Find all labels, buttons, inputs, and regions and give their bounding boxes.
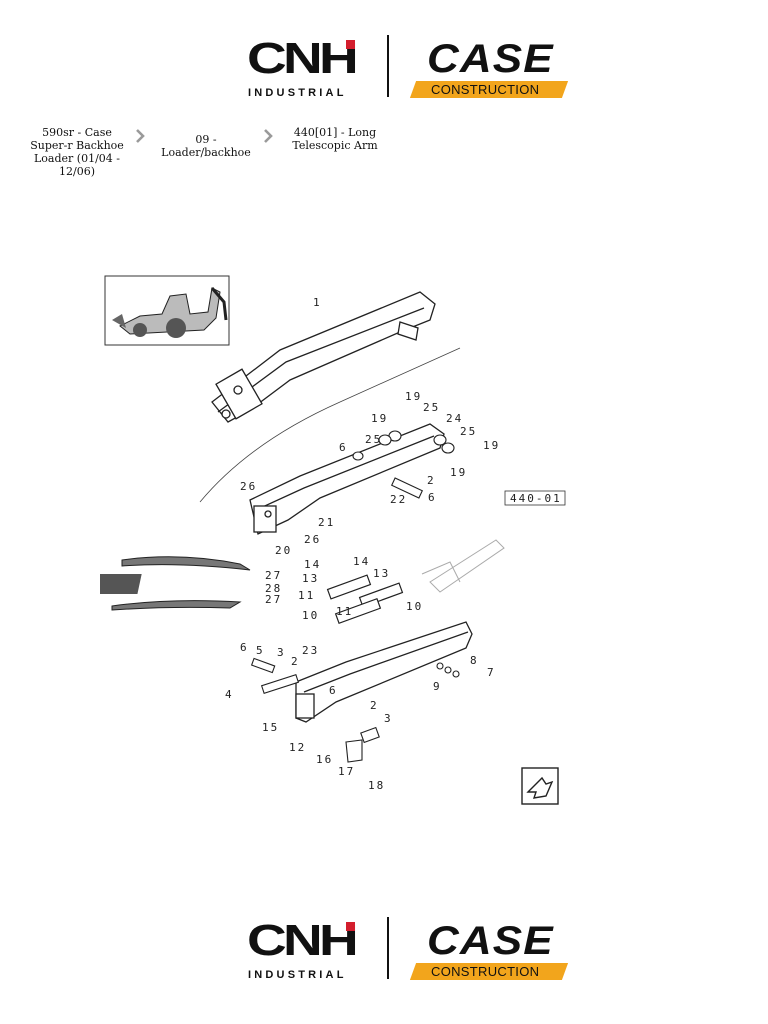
wear-pads xyxy=(326,574,404,624)
machine-thumbnail xyxy=(104,275,230,346)
callout: 2 xyxy=(370,699,379,712)
cnh-logo-red-square xyxy=(346,922,355,931)
cnh-logo-subtitle: INDUSTRIAL xyxy=(248,87,347,99)
callout: 15 xyxy=(262,721,279,734)
callout: 23 xyxy=(302,644,319,657)
decal-text: CASE xyxy=(142,575,190,594)
reference-code-text: 440-01 xyxy=(510,492,562,505)
callout: 27 xyxy=(265,569,282,582)
case-decals: CASE xyxy=(100,556,251,611)
callout: 14 xyxy=(353,555,370,568)
callout: 12 xyxy=(289,741,306,754)
case-construction-logo: CASE CONSTRUCTION xyxy=(409,37,573,99)
cnh-industrial-logo: CNH INDUSTRIAL xyxy=(247,919,363,983)
callout: 11 xyxy=(298,589,315,602)
callout: 2 xyxy=(427,474,436,487)
callout: 19 xyxy=(405,390,422,403)
callout: 6 xyxy=(339,441,348,454)
cnh-logo-word: CNH xyxy=(247,34,359,83)
chevron-right-icon xyxy=(264,129,273,143)
callout: 5 xyxy=(256,644,265,657)
callout: 8 xyxy=(470,654,479,667)
callout-labels: 1 19 25 24 25 19 19 25 6 19 2 6 22 26 21… xyxy=(225,296,500,792)
callout: 27 xyxy=(265,593,282,606)
cnh-logo-word: CNH xyxy=(247,916,359,965)
callout: 13 xyxy=(302,572,319,585)
logo-divider xyxy=(387,917,389,979)
logo-divider xyxy=(387,35,389,97)
callout: 9 xyxy=(433,680,442,693)
parts-diagram: CASE 440-01 1 19 25 24 25 19 19 25 6 19 … xyxy=(100,275,566,805)
callout: 24 xyxy=(446,412,463,425)
callout: 4 xyxy=(225,688,234,701)
callout: 3 xyxy=(384,712,393,725)
callout: 26 xyxy=(304,533,321,546)
case-construction-logo: CASE CONSTRUCTION xyxy=(409,919,573,981)
callout: 19 xyxy=(371,412,388,425)
cnh-logo-subtitle: INDUSTRIAL xyxy=(248,969,347,981)
breadcrumb-item-section[interactable]: 09 - Loader/backhoe xyxy=(161,133,251,159)
upper-telescopic-arm xyxy=(211,291,436,423)
footer-logos: CNH INDUSTRIAL CASE CONSTRUCTION xyxy=(0,915,768,987)
lower-telescopic-arm xyxy=(295,621,473,723)
callout: 11 xyxy=(336,605,353,618)
callout: 21 xyxy=(318,516,335,529)
callout: 3 xyxy=(277,646,286,659)
callout: 14 xyxy=(304,558,321,571)
cnh-logo-red-square xyxy=(346,40,355,49)
callout: 16 xyxy=(316,753,333,766)
callout: 25 xyxy=(423,401,440,414)
inner-arm-outline xyxy=(421,539,505,593)
reference-code-box: 440-01 xyxy=(504,490,566,506)
breadcrumb-item-model[interactable]: 590sr - Case Super-r Backhoe Loader (01/… xyxy=(30,126,124,178)
callout: 13 xyxy=(373,567,390,580)
breadcrumb: 590sr - Case Super-r Backhoe Loader (01/… xyxy=(0,126,768,178)
callout: 20 xyxy=(275,544,292,557)
callout: 19 xyxy=(483,439,500,452)
callout: 17 xyxy=(338,765,355,778)
callout: 6 xyxy=(240,641,249,654)
breadcrumb-item-page[interactable]: 440[01] - Long Telescopic Arm xyxy=(292,126,378,152)
callout: 25 xyxy=(365,433,382,446)
case-logo-word: CASE xyxy=(427,919,554,963)
pins-and-bushings xyxy=(250,430,460,763)
callout: 26 xyxy=(240,480,257,493)
header-logos: CNH INDUSTRIAL CASE CONSTRUCTION xyxy=(0,33,768,105)
case-logo-word: CASE xyxy=(427,37,554,81)
case-logo-subtitle: CONSTRUCTION xyxy=(431,82,540,97)
callout: 2 xyxy=(291,655,300,668)
callout: 19 xyxy=(450,466,467,479)
callout: 28 xyxy=(265,582,282,595)
callout: 1 xyxy=(313,296,322,309)
callout: 10 xyxy=(302,609,319,622)
case-logo-subtitle: CONSTRUCTION xyxy=(431,964,540,979)
chevron-right-icon xyxy=(136,129,145,143)
callout: 25 xyxy=(460,425,477,438)
callout: 22 xyxy=(390,493,407,506)
middle-telescopic-arm xyxy=(249,423,445,535)
cnh-industrial-logo: CNH INDUSTRIAL xyxy=(247,37,363,101)
callout: 6 xyxy=(428,491,437,504)
callout: 6 xyxy=(329,684,338,697)
callout: 7 xyxy=(487,666,496,679)
callout: 10 xyxy=(406,600,423,613)
arrow-next-icon[interactable] xyxy=(521,767,559,805)
callout: 18 xyxy=(368,779,385,792)
